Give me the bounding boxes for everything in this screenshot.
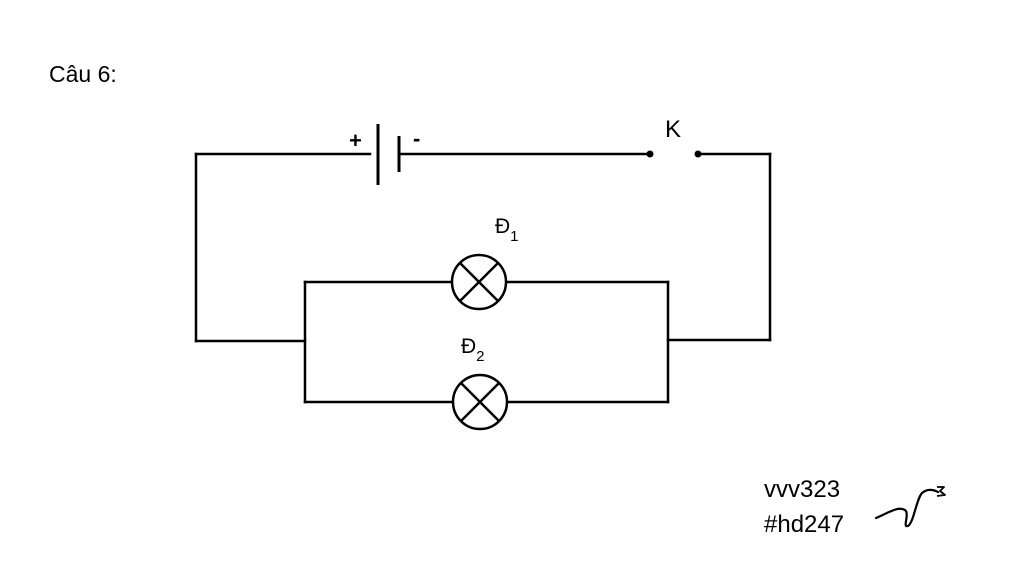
battery-negative-label: - bbox=[413, 126, 420, 151]
parallel-branch-wires bbox=[303, 280, 670, 404]
battery-symbol: + - bbox=[349, 124, 420, 185]
watermark-tag: #hd247 bbox=[764, 511, 844, 538]
question-title: Câu 6: bbox=[49, 61, 117, 87]
watermark: vvv323 #hd247 bbox=[764, 476, 946, 538]
signature-squiggle-icon bbox=[874, 488, 940, 528]
lamp-1: Đ1 bbox=[450, 215, 519, 311]
battery-positive-label: + bbox=[349, 128, 362, 153]
superscript-mark-icon bbox=[936, 486, 946, 497]
watermark-user: vvv323 bbox=[764, 476, 840, 503]
lamp-2-label: Đ2 bbox=[461, 335, 485, 365]
switch-k: K bbox=[646, 116, 702, 158]
lamp-1-label: Đ1 bbox=[495, 215, 519, 245]
outer-circuit-wires bbox=[194, 152, 772, 343]
switch-label: K bbox=[665, 116, 681, 143]
lamp-2: Đ2 bbox=[451, 335, 509, 431]
